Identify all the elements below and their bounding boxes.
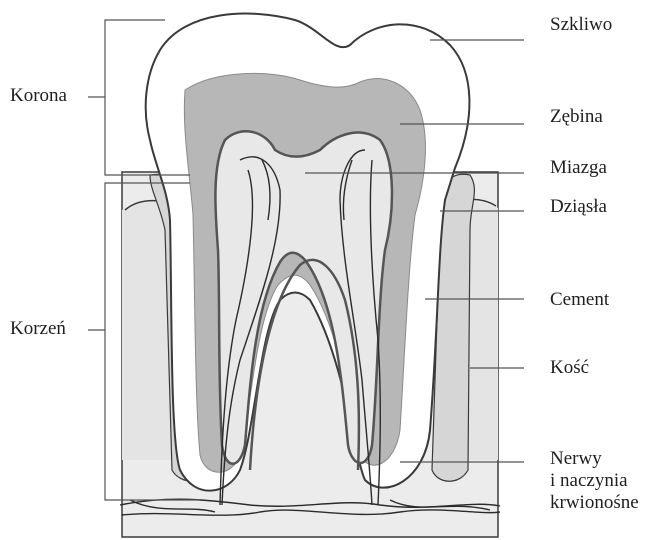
label-bone: Kość [550, 357, 589, 379]
label-gum: Dziąsła [550, 196, 607, 218]
label-nerves-vessels: Nerwy i naczynia krwionośne [550, 448, 665, 514]
label-nerves-line1: Nerwy [550, 448, 665, 470]
label-pulp: Miazga [550, 157, 607, 179]
label-crown: Korona [10, 85, 67, 107]
label-enamel: Szkliwo [550, 14, 612, 36]
label-nerves-line3: krwionośne [550, 492, 665, 514]
label-dentin: Zębina [550, 106, 603, 128]
label-cement: Cement [550, 289, 609, 311]
label-nerves-line2: i naczynia [550, 470, 665, 492]
label-root: Korzeń [10, 318, 66, 340]
